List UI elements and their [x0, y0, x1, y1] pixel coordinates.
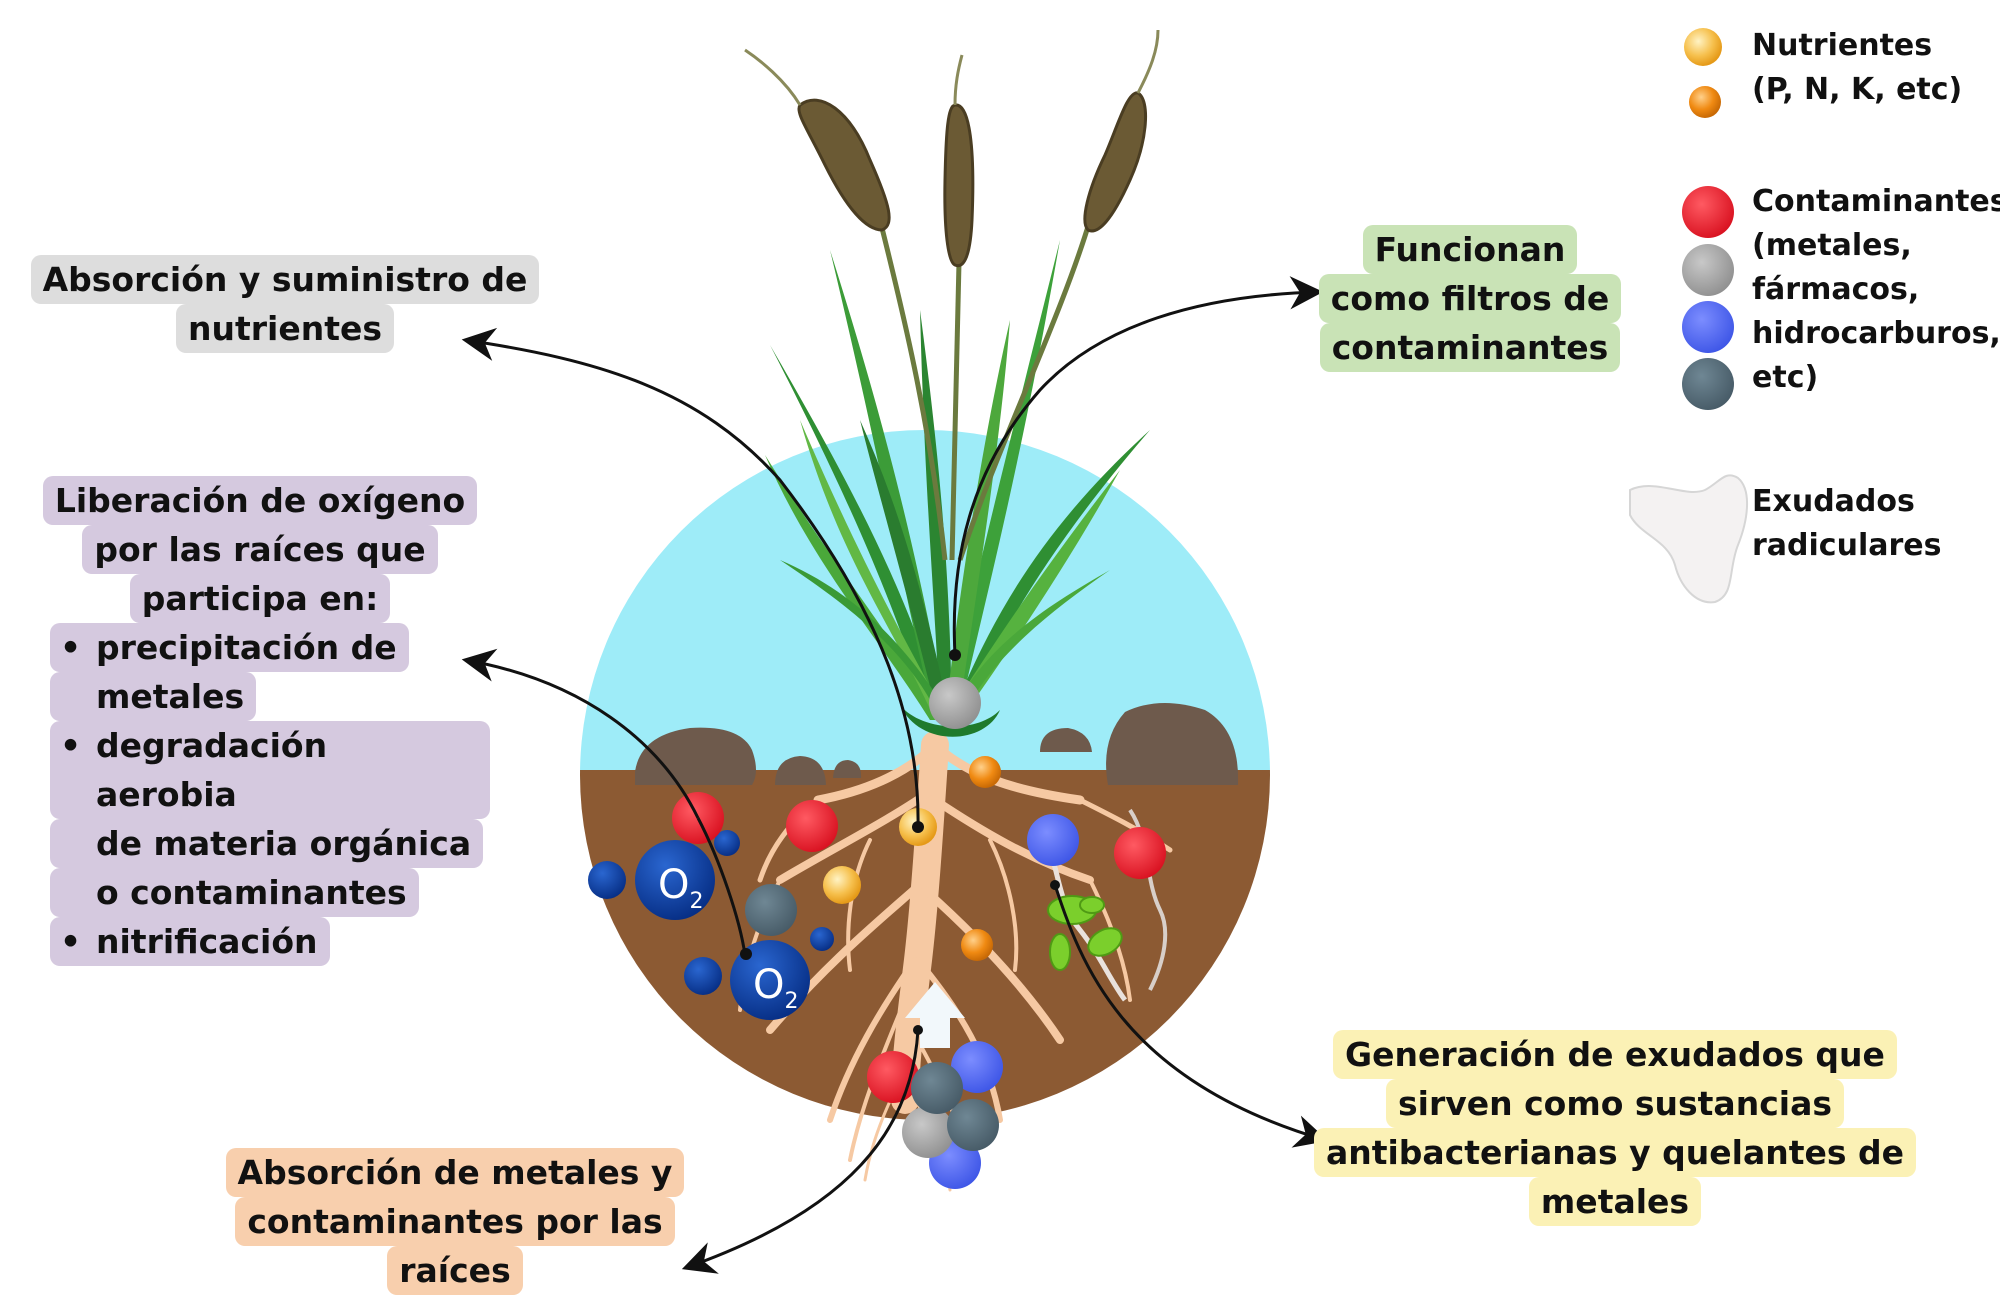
legend-line: fármacos, [1752, 272, 1920, 307]
oxygen-symbol: O2 [753, 962, 798, 1014]
rock [635, 727, 756, 785]
oxygen-symbol: O2 [658, 862, 703, 914]
label-line: metales [1528, 1177, 1702, 1226]
oxygen-bubble [810, 927, 834, 951]
label-exudates: Generación de exudados que sirven como s… [1310, 1030, 1920, 1226]
arrow-to-nutrients-label [461, 327, 920, 828]
legend-icons [1629, 28, 1749, 604]
contaminant-particle [1114, 827, 1166, 879]
label-line: Absorción de metales y [225, 1148, 685, 1197]
contaminant-particle [947, 1099, 999, 1151]
label-filters: Funcionan como filtros de contaminantes [1305, 225, 1635, 372]
plant-leaves [765, 240, 1150, 737]
rock [833, 760, 862, 778]
legend-contaminant-blue-icon [1682, 301, 1734, 353]
oxygen-process-list: precipitación de metales degradación aer… [50, 623, 490, 966]
nutrient-particle [961, 929, 993, 961]
arrow-oxygen-link [696, 817, 747, 956]
legend-line: hidrocarburos, [1752, 316, 2000, 351]
label-line: antibacterianas y quelantes de [1313, 1128, 1917, 1177]
list-item: degradación aerobia [50, 721, 490, 819]
legend-contaminants: Contaminantes (metales, fármacos, hidroc… [1752, 180, 2000, 400]
oxygen-bubble [588, 861, 626, 899]
connector-dot [740, 948, 752, 960]
connector-dot [913, 1025, 923, 1035]
rock [1106, 702, 1239, 785]
connector-dots [740, 649, 1060, 1035]
connector-dot [949, 649, 961, 661]
connector-dot [912, 821, 924, 833]
contaminant-particle [745, 884, 797, 936]
contaminant-particle [929, 677, 981, 729]
arrow-to-exudates-label [1053, 884, 1329, 1148]
label-nutrient-uptake: Absorción y suministro de nutrientes [20, 255, 550, 353]
legend-nutrient-orange-icon [1689, 86, 1721, 118]
contaminant-particle [786, 800, 838, 852]
arrow-to-filters-label [952, 276, 1324, 656]
label-line: Generación de exudados que [1333, 1030, 1897, 1079]
list-item: precipitación de [50, 623, 409, 672]
label-oxygen-release: Liberación de oxígeno por las raíces que… [40, 476, 480, 623]
label-line: raíces [387, 1246, 523, 1295]
nutrient-particle [823, 866, 861, 904]
legend-nutrient-light-icon [1684, 28, 1722, 66]
label-line: Absorción y suministro de [30, 255, 540, 304]
label-line: Funcionan [1362, 225, 1578, 274]
contaminant-particle [1027, 814, 1079, 866]
list-item-continuation: o contaminantes [50, 868, 419, 917]
rock [775, 756, 826, 785]
oxygen-bubble [730, 940, 810, 1020]
contaminant-particles [672, 677, 1166, 1189]
bacterium-icon [1087, 927, 1123, 957]
label-line: participa en: [129, 574, 391, 623]
contaminant-particle [951, 1041, 1003, 1093]
legend-exudates: Exudados radiculares [1752, 480, 1941, 568]
rock [1040, 728, 1092, 752]
list-item-continuation: metales [50, 672, 257, 721]
label-line: sirven como sustancias [1386, 1079, 1844, 1128]
connector-dot [1050, 880, 1060, 890]
label-metal-uptake: Absorción de metales y contaminantes por… [225, 1148, 685, 1295]
legend-line: Contaminantes [1752, 184, 2000, 219]
legend-line: radiculares [1752, 528, 1942, 563]
legend-nutrients: Nutrientes (P, N, K, etc) [1752, 24, 1962, 112]
label-line: contaminantes por las [235, 1197, 675, 1246]
label-line: como filtros de [1318, 274, 1622, 323]
legend-line: (P, N, K, etc) [1752, 72, 1963, 107]
cattails [744, 29, 1160, 561]
legend-line: etc) [1752, 360, 1819, 395]
legend-exudate-icon [1629, 474, 1749, 604]
oxygen-bubble [635, 840, 715, 920]
bacterium-icon [1049, 933, 1071, 971]
contaminant-particle [902, 1106, 954, 1158]
arrow-to-metal-uptake-label [681, 1029, 920, 1274]
label-line: nutrientes [175, 304, 395, 353]
legend-contaminant-red-icon [1682, 186, 1734, 238]
label-line: por las raíces que [82, 525, 438, 574]
legend-line: (metales, [1752, 228, 1912, 263]
legend-contaminant-gray-icon [1682, 244, 1734, 296]
oxygen-bubble [684, 957, 722, 995]
oxygen-bubble [714, 830, 740, 856]
list-item-continuation: de materia orgánica [50, 819, 484, 868]
label-line: contaminantes [1319, 323, 1621, 372]
contaminant-particle [911, 1062, 963, 1114]
nutrient-particle [969, 756, 1001, 788]
bacterium-icon [1079, 896, 1105, 914]
oxygen-bubbles: O2 O2 [588, 830, 834, 1020]
legend-line: Exudados [1752, 484, 1915, 519]
label-line: Liberación de oxígeno [42, 476, 478, 525]
legend-contaminant-slate-icon [1682, 358, 1734, 410]
connector-arrows [461, 276, 1329, 1274]
list-item: nitrificación [50, 917, 330, 966]
arrow-to-oxygen-label [461, 648, 700, 819]
legend-line: Nutrientes [1752, 28, 1933, 63]
